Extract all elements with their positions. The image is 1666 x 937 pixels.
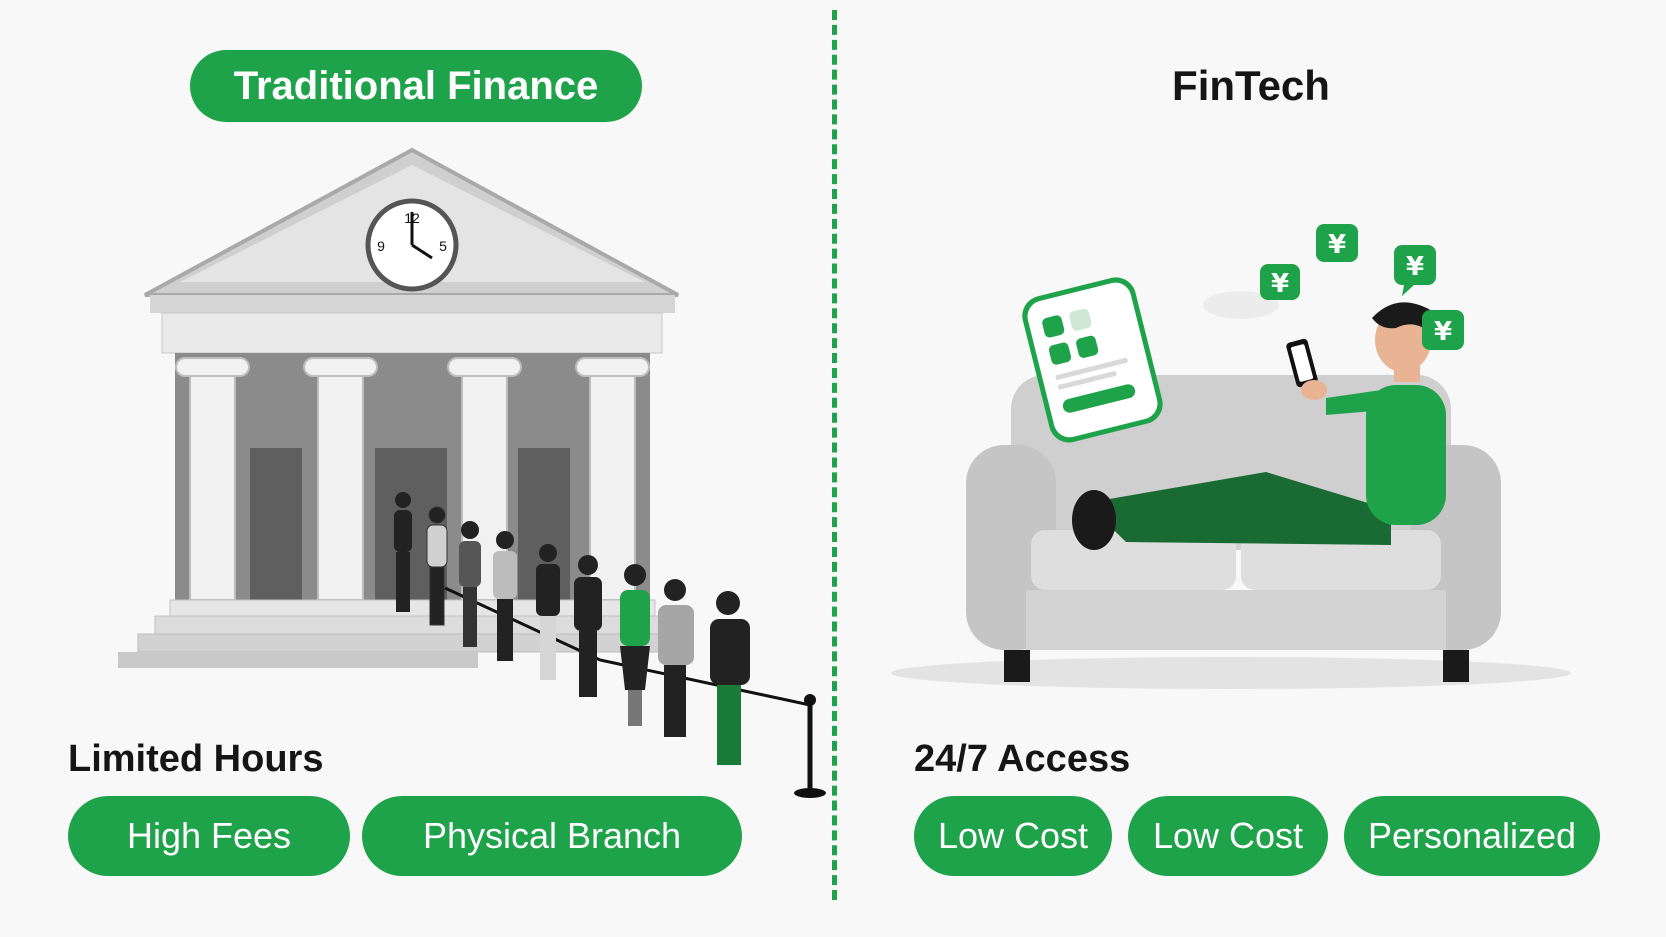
high-fees-tag: High Fees bbox=[68, 796, 350, 876]
fintech-panel: FinTech bbox=[836, 0, 1666, 937]
clock-number-9: 9 bbox=[377, 238, 385, 254]
bank-illustration: 12 9 5 bbox=[118, 147, 826, 798]
clock-number-5: 5 bbox=[439, 238, 447, 254]
panel-divider bbox=[832, 10, 837, 900]
phone-app-icon bbox=[1022, 277, 1163, 443]
person-on-sofa bbox=[1072, 302, 1446, 550]
physical-branch-tag: Physical Branch bbox=[362, 796, 742, 876]
traditional-finance-panel: Traditional Finance bbox=[0, 0, 830, 937]
clock-icon: 12 9 5 bbox=[365, 198, 459, 292]
svg-text:¥: ¥ bbox=[1271, 269, 1289, 299]
queue-people bbox=[394, 492, 750, 765]
yen-coin-icon-3: ¥ bbox=[1394, 245, 1436, 296]
personalized-tag: Personalized bbox=[1344, 796, 1600, 876]
svg-text:¥: ¥ bbox=[1328, 230, 1346, 260]
sofa-illustration: ¥ ¥ ¥ ¥ bbox=[891, 224, 1571, 689]
yen-coin-icon-1: ¥ bbox=[1260, 264, 1300, 300]
low-cost-tag-2: Low Cost bbox=[1128, 796, 1328, 876]
low-cost-tag-1: Low Cost bbox=[914, 796, 1112, 876]
clock-number-12: 12 bbox=[404, 210, 420, 226]
fintech-title: FinTech bbox=[1172, 62, 1330, 109]
yen-coin-icon-2: ¥ bbox=[1316, 224, 1358, 262]
access-heading: 24/7 Access bbox=[914, 738, 1131, 780]
limited-hours-heading: Limited Hours bbox=[68, 738, 324, 780]
yen-coin-icon-4: ¥ bbox=[1422, 310, 1464, 350]
traditional-finance-title: Traditional Finance bbox=[190, 50, 642, 122]
svg-text:¥: ¥ bbox=[1406, 252, 1424, 282]
svg-text:¥: ¥ bbox=[1434, 317, 1452, 347]
